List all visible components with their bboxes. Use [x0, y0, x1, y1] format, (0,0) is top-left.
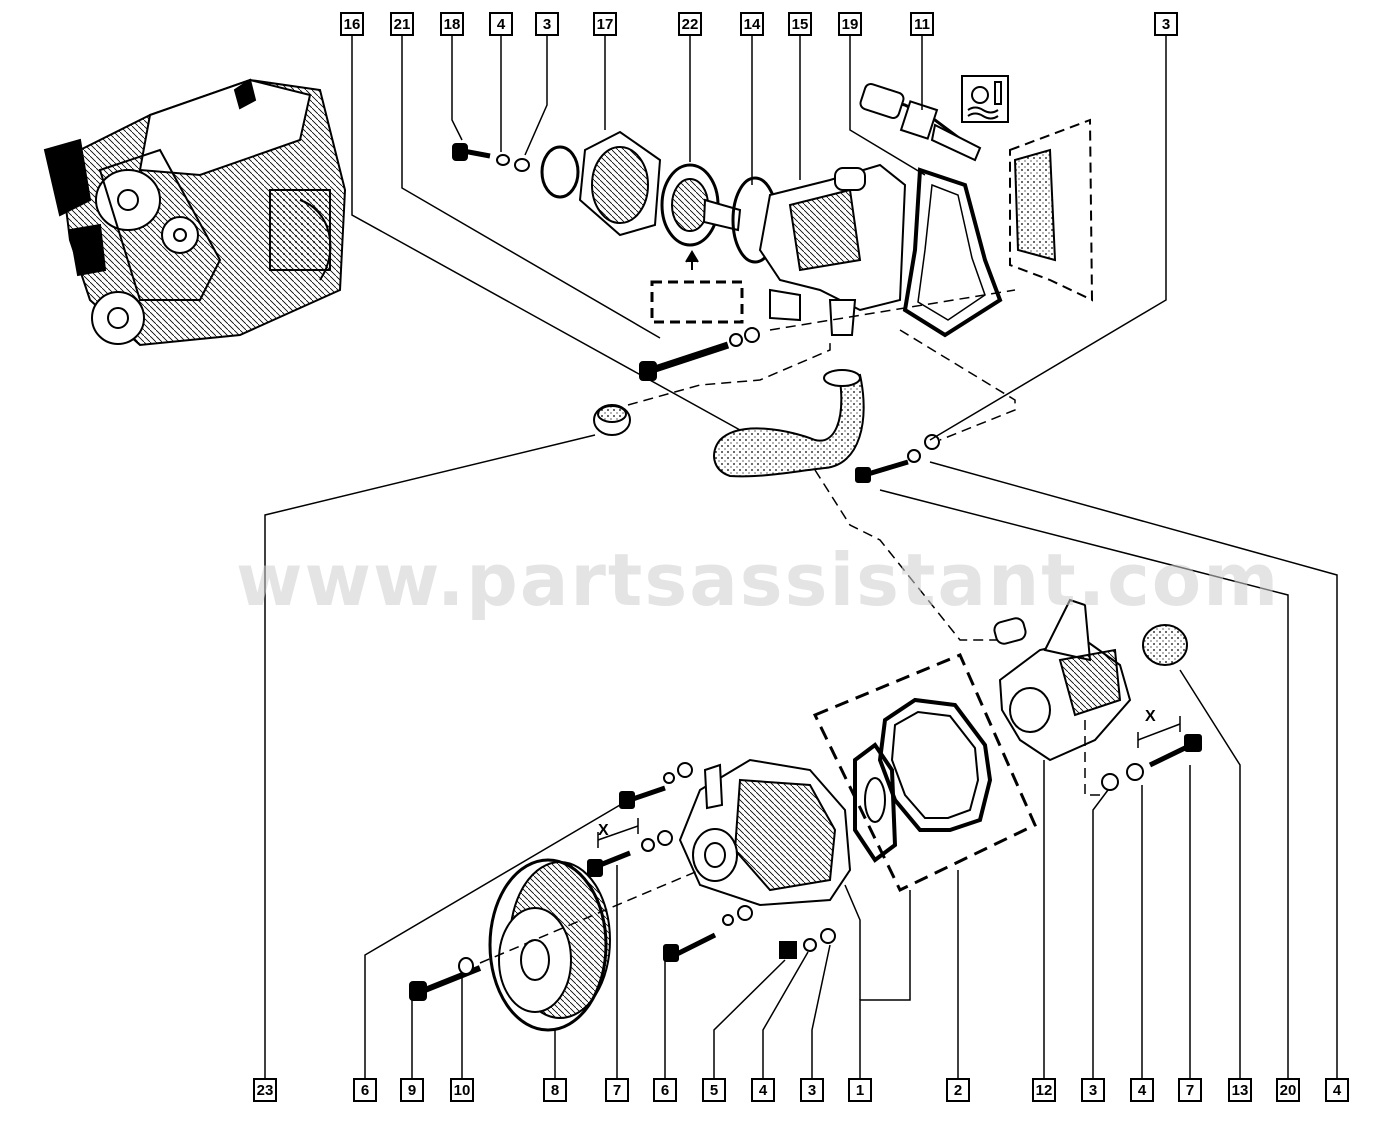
- callout-3-top: 3: [535, 12, 559, 36]
- callout-13: 13: [1228, 1078, 1252, 1102]
- callout-7-a: 7: [605, 1078, 629, 1102]
- watermark-text: www.partsassistant.com: [236, 538, 1281, 622]
- callout-11: 11: [910, 12, 934, 36]
- callout-14: 14: [740, 12, 764, 36]
- callout-10: 10: [450, 1078, 474, 1102]
- callout-5: 5: [702, 1078, 726, 1102]
- water-pump-assembly: [409, 598, 1202, 1032]
- engine-illustration: [43, 78, 347, 347]
- dimension-mark-left: X: [598, 822, 609, 839]
- callout-2: 2: [946, 1078, 970, 1102]
- callout-19: 19: [838, 12, 862, 36]
- dimension-mark-right: X: [1145, 708, 1156, 725]
- callout-6-b: 6: [653, 1078, 677, 1102]
- callout-15: 15: [788, 12, 812, 36]
- callout-1: 1: [848, 1078, 872, 1102]
- callout-4-a: 4: [751, 1078, 775, 1102]
- callout-17: 17: [593, 12, 617, 36]
- leader-lines: [264, 34, 1338, 1078]
- callout-9: 9: [400, 1078, 424, 1102]
- callout-16: 16: [340, 12, 364, 36]
- callout-6-a: 6: [353, 1078, 377, 1102]
- callout-7-b: 7: [1178, 1078, 1202, 1102]
- callout-3-a: 3: [800, 1078, 824, 1102]
- callout-3-b: 3: [1081, 1078, 1105, 1102]
- callout-8: 8: [543, 1078, 567, 1102]
- thermostat-housing-assembly: [452, 75, 1094, 641]
- callout-22: 22: [678, 12, 702, 36]
- callout-12: 12: [1032, 1078, 1056, 1102]
- callout-4-b: 4: [1130, 1078, 1154, 1102]
- callout-20: 20: [1276, 1078, 1300, 1102]
- callout-21: 21: [390, 12, 414, 36]
- callout-23: 23: [253, 1078, 277, 1102]
- callout-4-c: 4: [1325, 1078, 1349, 1102]
- callout-3-top-right: 3: [1154, 12, 1178, 36]
- callout-18: 18: [440, 12, 464, 36]
- callout-4-top: 4: [489, 12, 513, 36]
